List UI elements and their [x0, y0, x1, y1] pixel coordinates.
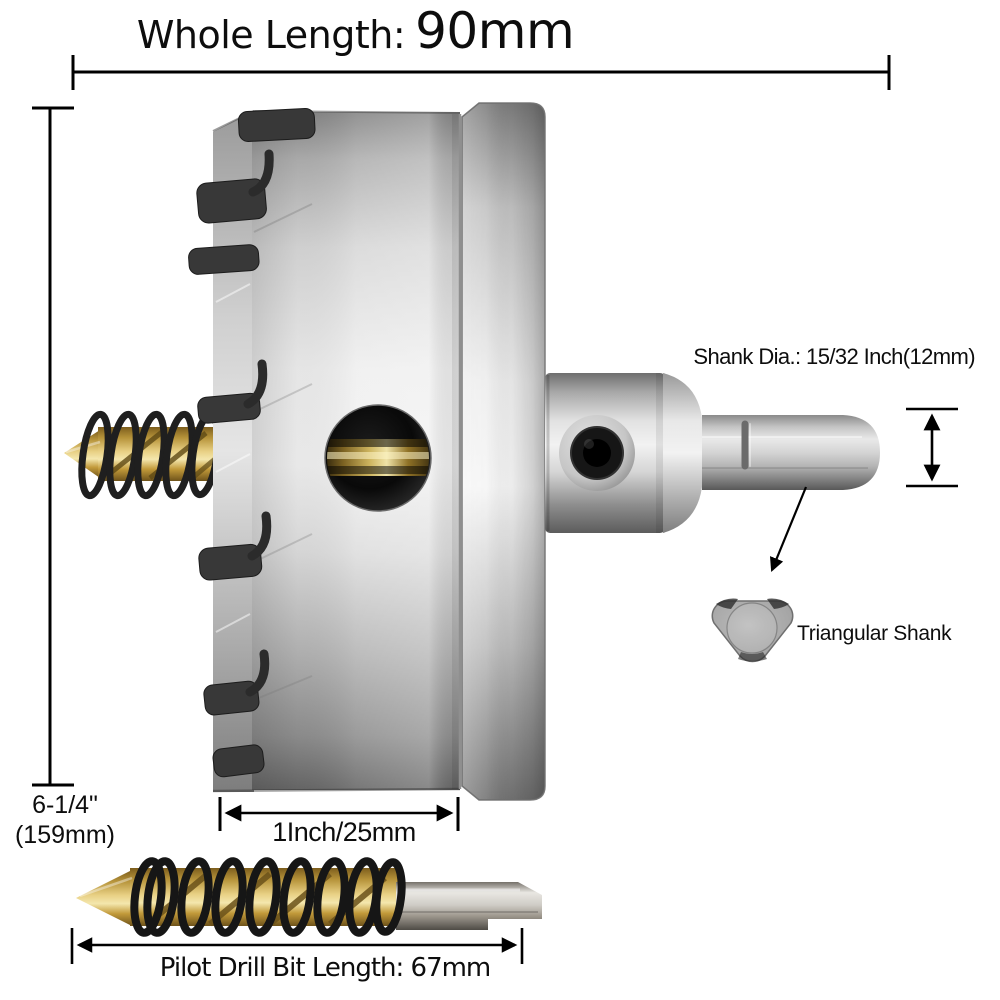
drill-shank	[396, 882, 542, 930]
arbor-neck	[663, 373, 702, 533]
triangular-shank-pointer-arrow	[769, 486, 808, 572]
carbide-tooth	[188, 244, 260, 275]
overall-height-mm: (159mm)	[14, 821, 115, 849]
hole-saw-body	[188, 102, 546, 801]
carbide-tooth	[237, 107, 316, 143]
carbide-tooth	[197, 392, 261, 424]
pilot-drill-bit	[76, 857, 542, 937]
overall-height-label: 6-1/4" (159mm)	[0, 790, 130, 850]
carbide-tooth	[212, 744, 265, 778]
whole-length-dimension	[71, 55, 891, 90]
drill-spring	[130, 857, 406, 937]
pilot-drill-through-saw	[64, 410, 230, 500]
arbor	[545, 373, 880, 533]
body-through-hole	[324, 404, 432, 512]
triangular-shank-label: Triangular Shank	[797, 622, 952, 645]
whole-length-text: Whole Length:	[136, 13, 406, 57]
cutting-edge-wall	[213, 110, 254, 792]
shank-diameter-dimension	[906, 407, 958, 488]
cutting-depth-dimension	[218, 797, 460, 831]
pilot-length-dimension	[70, 928, 524, 964]
height-dimension	[32, 106, 74, 787]
tooth-gullets	[243, 149, 274, 697]
carbide-tooth	[198, 543, 263, 581]
overall-height-inches: 6-1/4"	[32, 791, 98, 819]
set-screw	[559, 415, 635, 491]
shank-diameter-label: Shank Dia.: 15/32 Inch(12mm)	[693, 344, 975, 369]
carbide-tooth	[203, 680, 260, 716]
shank	[702, 415, 880, 490]
whole-length-value: 90mm	[415, 2, 575, 60]
cutting-depth-label: 1Inch/25mm	[272, 817, 416, 847]
triangular-shank-icon	[711, 598, 794, 663]
pilot-drill-length-label: Pilot Drill Bit Length: 67mm	[159, 953, 492, 983]
carbide-teeth	[188, 107, 316, 778]
whole-length-label: Whole Length:90mm	[128, 2, 583, 60]
